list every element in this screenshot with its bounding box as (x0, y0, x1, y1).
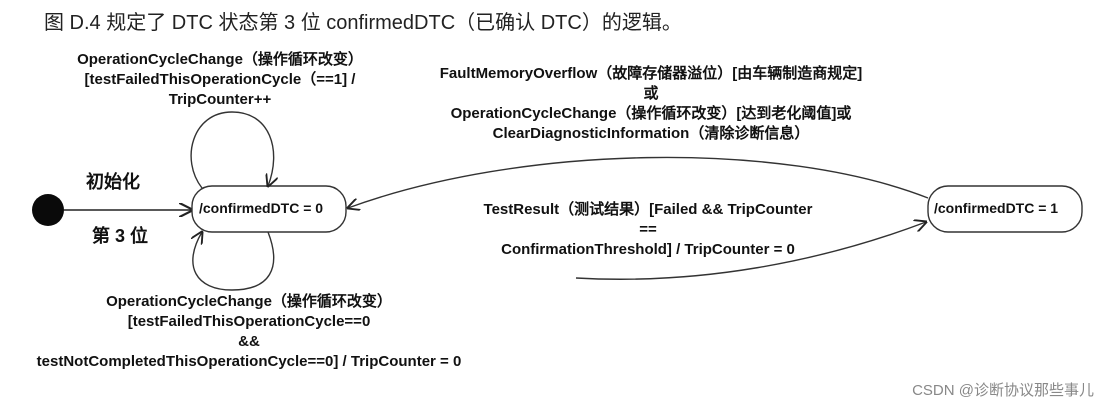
bit-label: 第 3 位 (92, 226, 149, 246)
top-loop-label: OperationCycleChange（操作循环改变） [testFailed… (50, 50, 390, 110)
bottom-loop-line4: testNotCompletedThisOperationCycle==0] /… (36, 353, 462, 370)
bottom-loop-line3: && (238, 333, 260, 350)
confirm-line2: == (639, 221, 657, 238)
bottom-loop-line2: [testFailedThisOperationCycle==0 (127, 313, 371, 330)
confirm-line3: ConfirmationThreshold] / TripCounter = 0 (501, 241, 795, 258)
watermark: CSDN @诊断协议那些事儿 (912, 382, 1094, 399)
reset-line3: OperationCycleChange（操作循环改变）[达到老化阈值]或 (450, 105, 852, 122)
top-self-loop (190, 111, 274, 188)
reset-transition-arrow (348, 156, 929, 208)
reset-line1: FaultMemoryOverflow（故障存储器溢位）[由车辆制造商规定] (439, 65, 863, 82)
reset-line4: ClearDiagnosticInformation（清除诊断信息） (492, 125, 810, 142)
confirm-line1: TestResult（测试结果）[Failed && TripCounter (483, 201, 813, 218)
bottom-self-loop (193, 232, 275, 291)
confirm-transition-arrow (575, 222, 926, 280)
bottom-loop-line1: OperationCycleChange（操作循环改变） (106, 293, 392, 310)
figure-heading: 图 D.4 规定了 DTC 状态第 3 位 confirmedDTC（已确认 D… (44, 12, 682, 34)
state-0-label: /confirmedDTC = 0 (199, 200, 324, 216)
reset-line2: 或 (643, 85, 659, 102)
top-loop-line3: TripCounter++ (168, 91, 272, 108)
init-label: 初始化 (86, 172, 140, 192)
confirm-transition-label: TestResult（测试结果）[Failed && TripCounter =… (438, 200, 858, 260)
top-loop-line1: OperationCycleChange（操作循环改变） (77, 51, 363, 68)
initial-state-dot (32, 194, 64, 226)
bottom-loop-label: OperationCycleChange（操作循环改变） [testFailed… (4, 292, 494, 372)
state-1-label: /confirmedDTC = 1 (934, 200, 1059, 216)
top-loop-line2: [testFailedThisOperationCycle（==1] / (84, 71, 356, 88)
reset-transition-label: FaultMemoryOverflow（故障存储器溢位）[由车辆制造商规定] 或… (386, 64, 916, 144)
state-confirmed-1 (927, 185, 1083, 233)
